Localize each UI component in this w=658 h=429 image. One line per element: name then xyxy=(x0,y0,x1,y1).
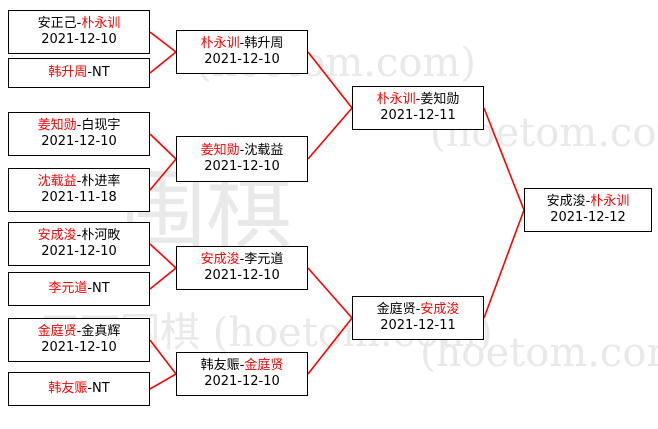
player-name: - xyxy=(585,194,591,209)
match-date: 2021-12-11 xyxy=(380,318,456,333)
match-players: 金庭贤-安成浚 xyxy=(377,302,460,318)
match-players: 姜知勋-沈载益 xyxy=(201,143,284,159)
connector-line xyxy=(149,31,177,53)
match-players: 朴永训-姜知勋 xyxy=(377,92,460,108)
player-name: - xyxy=(239,358,245,373)
player-name: -朴河畋 xyxy=(76,228,121,243)
winner-name: 金庭贤 xyxy=(244,358,284,373)
winner-name: 李元道 xyxy=(48,281,88,296)
bracket-node[interactable]: 韩友赈-NT xyxy=(8,372,150,406)
match-players: 安成浚-朴河畋 xyxy=(38,228,121,244)
player-name: -韩升周 xyxy=(239,36,284,51)
player-name: 安正己 xyxy=(37,16,77,31)
winner-name: 韩升周 xyxy=(48,65,88,80)
bracket-node[interactable]: 李元道-NT xyxy=(8,272,150,306)
player-name: -NT xyxy=(87,281,110,296)
connector-line xyxy=(307,51,353,109)
match-players: 韩友赈-NT xyxy=(48,381,109,397)
match-date: 2021-12-10 xyxy=(41,134,117,149)
winner-name: 朴永训 xyxy=(590,194,630,209)
match-date: 2021-12-10 xyxy=(204,52,280,67)
match-players: 安成浚-李元道 xyxy=(201,252,284,268)
connector-line xyxy=(483,209,525,319)
match-players: 安成浚-朴永训 xyxy=(547,194,630,210)
match-date: 2021-12-10 xyxy=(41,244,117,259)
player-name: 金庭贤 xyxy=(376,302,416,317)
winner-name: 安成浚 xyxy=(37,228,77,243)
connector-line xyxy=(149,133,177,160)
match-date: 2021-11-18 xyxy=(41,190,117,205)
player-name: 韩友赈 xyxy=(200,358,240,373)
match-players: 金庭贤-金真辉 xyxy=(38,324,121,340)
match-players: 李元道-NT xyxy=(48,281,109,297)
match-players: 安正己-朴永训 xyxy=(38,16,121,32)
connector-line xyxy=(149,267,177,290)
winner-name: 朴永训 xyxy=(200,36,240,51)
player-name: -白现宇 xyxy=(76,118,121,133)
player-name: 安成浚 xyxy=(546,194,586,209)
connector-line xyxy=(149,373,177,390)
winner-name: 安成浚 xyxy=(420,302,460,317)
player-name: - xyxy=(76,16,82,31)
match-date: 2021-12-10 xyxy=(204,374,280,389)
winner-name: 姜知勋 xyxy=(200,143,240,158)
match-date: 2021-12-12 xyxy=(550,210,626,225)
match-date: 2021-12-10 xyxy=(41,32,117,47)
match-players: 韩升周-NT xyxy=(48,65,109,81)
connector-line xyxy=(307,267,353,319)
connector-line xyxy=(149,339,177,375)
match-date: 2021-12-11 xyxy=(380,108,456,123)
match-date: 2021-12-10 xyxy=(41,340,117,355)
player-name: -NT xyxy=(87,65,110,80)
player-name: -沈载益 xyxy=(239,143,284,158)
match-players: 朴永训-韩升周 xyxy=(201,36,284,52)
connector-line xyxy=(483,107,525,211)
match-players: 韩友赈-金庭贤 xyxy=(201,358,284,374)
winner-name: 朴永训 xyxy=(376,92,416,107)
winner-name: 金庭贤 xyxy=(37,324,77,339)
player-name: - xyxy=(415,302,421,317)
winner-name: 姜知勋 xyxy=(37,118,77,133)
connector-line xyxy=(307,317,353,375)
player-name: -NT xyxy=(87,381,110,396)
match-date: 2021-12-10 xyxy=(204,159,280,174)
connector-line xyxy=(149,51,177,74)
winner-name: 朴永训 xyxy=(81,16,121,31)
player-name: -姜知勋 xyxy=(415,92,460,107)
connector-line xyxy=(149,158,177,191)
connector-line xyxy=(149,243,177,269)
player-name: -朴进率 xyxy=(76,174,121,189)
connector-line xyxy=(307,107,353,160)
player-name: -李元道 xyxy=(239,252,284,267)
winner-name: 沈载益 xyxy=(37,174,77,189)
winner-name: 韩友赈 xyxy=(48,381,88,396)
match-date: 2021-12-10 xyxy=(204,268,280,283)
bracket-node[interactable]: 韩升周-NT xyxy=(8,58,150,88)
match-players: 沈载益-朴进率 xyxy=(38,174,121,190)
player-name: -金真辉 xyxy=(76,324,121,339)
match-players: 姜知勋-白现宇 xyxy=(38,118,121,134)
winner-name: 安成浚 xyxy=(200,252,240,267)
